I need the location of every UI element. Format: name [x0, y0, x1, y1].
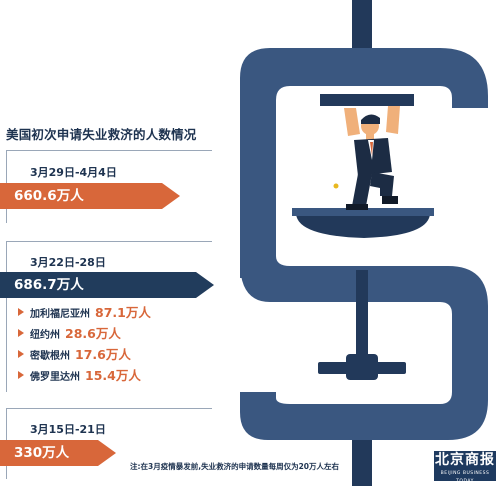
clamp-lower-screw [356, 270, 368, 360]
group-bracket-2 [6, 241, 212, 392]
group-period-1: 3月29日-4月4日 [30, 166, 117, 179]
state-row-3: 密歇根州 17.6万人 [18, 346, 131, 364]
total-value-1: 660.6万人 [14, 188, 84, 204]
bullet-triangle-icon [18, 308, 24, 316]
total-bar-arrow-1 [162, 183, 180, 209]
group-period-3: 3月15日-21日 [30, 423, 106, 436]
chart-title: 美国初次申请失业救济的人数情况 [6, 127, 197, 142]
brand-name: 北京商报 [435, 452, 495, 468]
state-name: 密歇根州 [30, 351, 70, 362]
clamp-bowl-rim [292, 208, 434, 216]
total-bar-arrow-2 [196, 272, 214, 298]
clamp-wing-nut-hub [346, 354, 378, 380]
state-value: 87.1万人 [95, 305, 151, 320]
state-value: 15.4万人 [85, 368, 141, 383]
state-row-2: 纽约州 28.6万人 [18, 325, 121, 343]
total-bar-1: 660.6万人 [0, 183, 180, 209]
total-value-2: 686.7万人 [14, 277, 84, 293]
state-row-1: 加利福尼亚州 87.1万人 [18, 304, 151, 322]
brand-logo: 北京商报 BEIJING BUSINESS TODAY [434, 451, 496, 484]
bullet-triangle-icon [18, 329, 24, 337]
bullet-triangle-icon [18, 371, 24, 379]
bullet-triangle-icon [18, 350, 24, 358]
clamp-top-arc [240, 48, 488, 196]
total-bar-3: 330万人 [0, 440, 116, 466]
clamp-top-shaft [352, 0, 372, 50]
state-name: 纽约州 [30, 330, 60, 341]
clamp-bowl-pad [296, 214, 430, 238]
group-period-2: 3月22日-28日 [30, 256, 106, 269]
state-name: 佛罗里达州 [30, 372, 80, 383]
total-bar-2: 686.7万人 [0, 272, 214, 298]
clamp-top-pad [320, 94, 414, 106]
total-bar-arrow-3 [98, 440, 116, 466]
clamp-bottom-shaft [352, 440, 372, 486]
footnote: 注:在3月疫情暴发前,失业救济的申请数量每周仅为20万人左右 [130, 462, 340, 471]
state-name: 加利福尼亚州 [30, 309, 90, 320]
total-value-3: 330万人 [14, 445, 70, 461]
man-figure [333, 106, 400, 210]
state-value: 28.6万人 [65, 326, 121, 341]
clamp-lower-arc [240, 248, 488, 440]
state-value: 17.6万人 [75, 347, 131, 362]
state-row-4: 佛罗里达州 15.4万人 [18, 367, 141, 385]
brand-english: BEIJING BUSINESS TODAY [440, 471, 490, 484]
